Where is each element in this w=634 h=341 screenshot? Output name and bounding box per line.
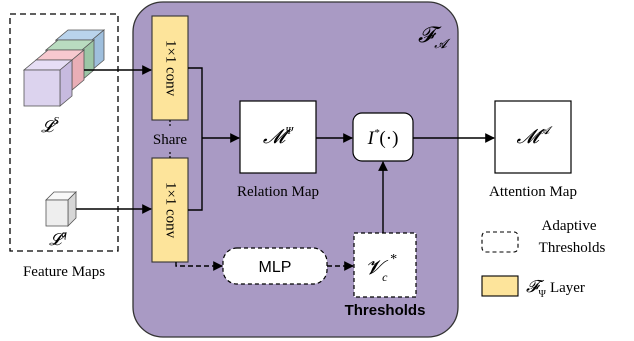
- attention-map-box: [494, 100, 572, 174]
- support-feature-stack: [22, 29, 106, 107]
- feature-maps-group: [9, 13, 119, 252]
- relation-map-symbol: 𝓜Ψ: [263, 125, 294, 148]
- relation-map-box: [239, 100, 317, 174]
- query-label: 𝓛q: [49, 228, 67, 249]
- arrow-conv-to-mlp: [175, 261, 223, 271]
- merge-line-top: [188, 67, 203, 138]
- thresholds-label: Thresholds: [345, 302, 426, 319]
- mlp-label: MLP: [259, 259, 292, 276]
- thresholds-box: [353, 232, 417, 298]
- share-label: Share: [153, 132, 187, 148]
- legend-adaptive-line1: Adaptive: [542, 218, 597, 234]
- feature-maps-label: Feature Maps: [23, 264, 105, 280]
- relation-map-label: Relation Map: [237, 184, 319, 200]
- support-label: 𝓛S: [41, 115, 59, 136]
- legend-adaptive-line2: Thresholds: [539, 240, 606, 256]
- conv-bottom-label: 1×1 conv: [163, 182, 179, 239]
- attention-map-symbol: 𝓜𝓐: [516, 125, 552, 148]
- query-feature-cube: [45, 191, 77, 227]
- legend-adaptive-swatch: [481, 231, 519, 253]
- merge-line-bottom: [188, 138, 203, 211]
- legend-layer-swatch: [481, 275, 519, 297]
- attention-map-label: Attention Map: [489, 184, 577, 200]
- operator-symbol: I*(·): [367, 127, 399, 149]
- conv-top-label: 1×1 conv: [163, 40, 179, 97]
- operator-box: [352, 112, 414, 162]
